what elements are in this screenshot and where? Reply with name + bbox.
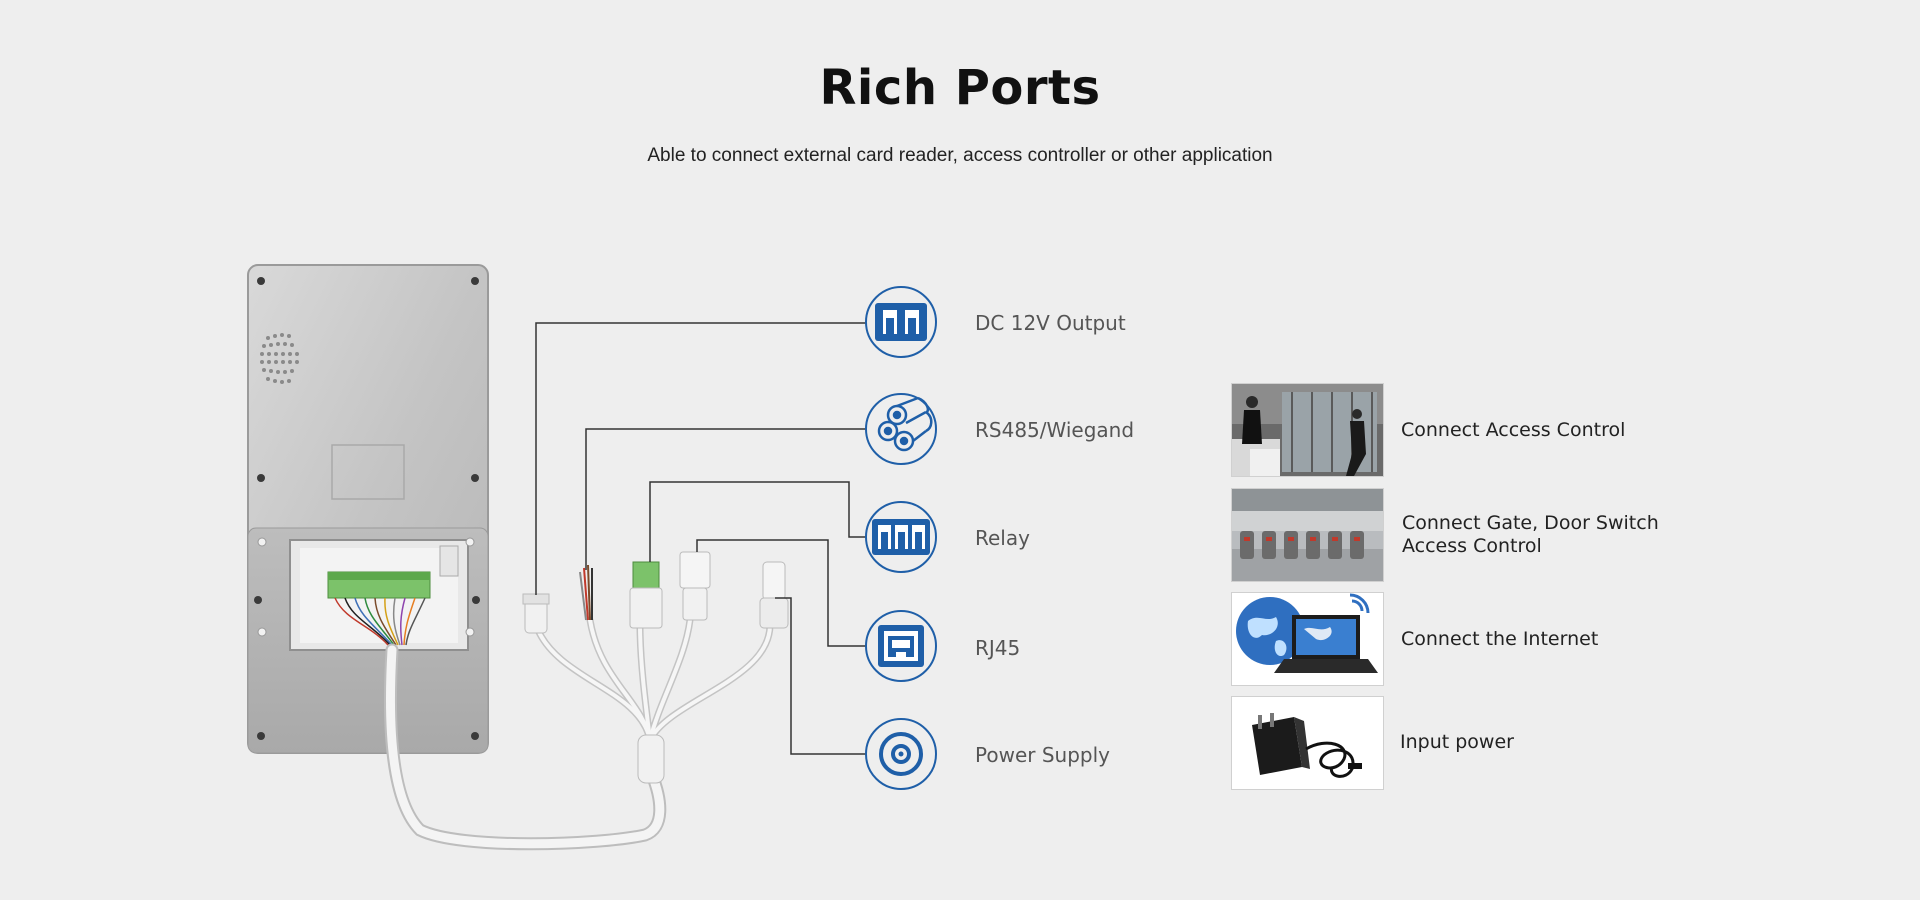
access-control-photo [1231,383,1384,477]
port-label-rs485-wiegand: RS485/Wiegand [975,418,1135,442]
app-label-input-power: Input power [1400,731,1514,753]
device-back-panel [247,264,489,754]
pigtail-cables [534,616,774,744]
relay-icon [865,501,937,573]
app-label-connect-gate-line2: Access Control [1402,535,1542,557]
port-label-relay: Relay [975,526,1030,550]
app-label-connect-internet: Connect the Internet [1401,628,1599,650]
port-label-rj45: RJ45 [975,636,1021,660]
page-title: Rich Ports [819,60,1101,116]
main-cable [383,643,667,851]
turnstile-gate-photo [1231,488,1384,582]
cable-splitter [637,734,665,784]
dc-output-icon [865,286,937,358]
internet-laptop-photo [1231,592,1384,686]
leader-lines [535,322,866,755]
power-jack-icon [865,718,937,790]
port-label-dc-12v-output: DC 12V Output [975,311,1126,335]
speaker-grille [260,333,299,384]
app-label-connect-access-control: Connect Access Control [1401,419,1626,441]
port-label-power-supply: Power Supply [975,743,1110,767]
ethernet-port-icon [865,610,937,682]
cable-bundle-icon [865,393,937,465]
app-label-connect-gate: Connect Gate, Door Switch Access Control [1402,512,1659,558]
power-adapter-photo [1231,696,1384,790]
connector-heads [522,551,789,634]
page-subtitle: Able to connect external card reader, ac… [647,145,1273,166]
app-label-connect-gate-line1: Connect Gate, Door Switch [1402,512,1659,534]
